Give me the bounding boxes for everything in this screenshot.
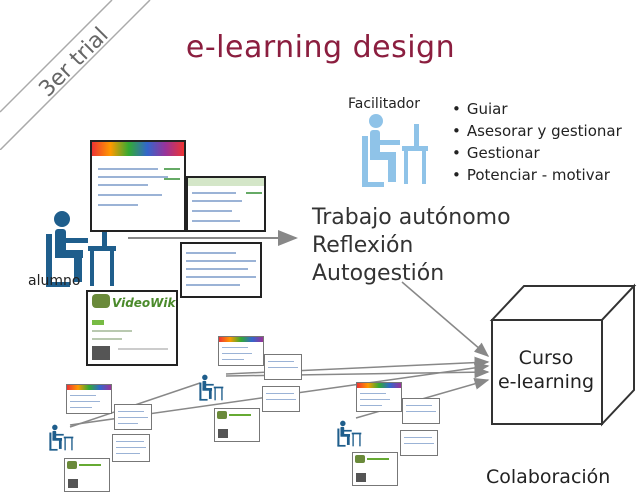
thumbnail-screenshot (262, 386, 300, 412)
reflection-arrow (401, 281, 490, 357)
role-item: Asesorar y gestionar (452, 120, 622, 142)
thumbnail-screenshot (218, 336, 264, 366)
student-figure-icon (46, 211, 116, 287)
corner-band (0, 0, 151, 150)
page-title: e-learning design (185, 30, 456, 65)
course-box-label: Curso e-learning (492, 346, 600, 394)
course-box-line-1: Curso (518, 347, 574, 369)
student-label: alumno (28, 273, 81, 289)
center-line-2: Reflexión (312, 233, 414, 258)
videowiki-logo: VideoWiki (112, 296, 178, 310)
participant-figure-icon (199, 374, 224, 401)
thumbnail-screenshot (186, 176, 266, 232)
center-line-3: Autogestión (312, 261, 445, 286)
thumbnail-videowiki (352, 452, 398, 486)
thumbnail-screenshot (114, 404, 152, 430)
thumbnail-videowiki (214, 408, 260, 442)
participant-figure-icon (337, 420, 362, 447)
role-item: Potenciar - motivar (452, 164, 622, 186)
facilitator-label: Facilitador (348, 96, 420, 112)
participant-figure-icon (49, 424, 74, 451)
course-cube (489, 283, 637, 427)
thumbnail-screenshot (356, 382, 402, 412)
thumbnail-videowiki (64, 458, 110, 492)
thumbnail-screenshot (90, 140, 186, 232)
collaboration-label: Colaboración (486, 466, 611, 488)
thumbnail-screenshot (180, 242, 262, 298)
thumbnail-screenshot (402, 398, 440, 424)
thumbnail-screenshot (66, 384, 112, 414)
thumbnail-screenshot (400, 430, 438, 456)
facilitator-roles: Guiar Asesorar y gestionar Gestionar Pot… (452, 98, 622, 186)
center-line-1: Trabajo autónomo (312, 205, 511, 230)
thumbnail-screenshot (264, 354, 302, 380)
thumbnail-videowiki: VideoWiki (86, 290, 178, 366)
role-item: Guiar (452, 98, 622, 120)
course-box-line-2: e-learning (497, 371, 595, 393)
facilitator-figure-icon (362, 114, 428, 187)
role-item: Gestionar (452, 142, 622, 164)
thumbnail-screenshot (112, 434, 150, 462)
